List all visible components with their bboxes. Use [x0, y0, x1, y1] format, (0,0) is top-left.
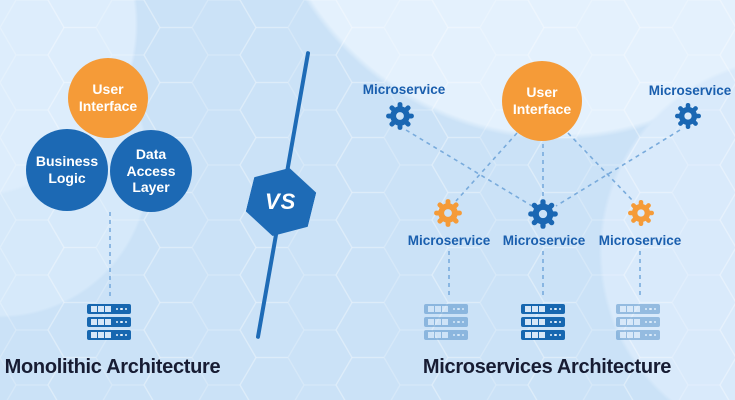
monolithic-architecture-title: Monolithic Architecture: [4, 356, 221, 378]
link-ui-to-bottomright: [567, 132, 634, 202]
microservice-label-bottom-center: Microservice: [502, 233, 586, 248]
server-stack-icon: [87, 304, 131, 343]
gear-icon: [628, 200, 654, 226]
microservice-label-bottom-right: Microservice: [598, 233, 682, 248]
gear-icon: [434, 199, 462, 227]
gear-icon: [386, 102, 414, 130]
microservice-label-top-left: Microservice: [362, 82, 446, 97]
monolith-data-access-circle: Data Access Layer: [110, 130, 192, 212]
link-topleft-to-center: [405, 129, 533, 207]
server-stack-icon: [521, 304, 565, 343]
server-stack-icon: [616, 304, 660, 343]
gear-icon: [675, 103, 701, 129]
microservice-label-bottom-left: Microservice: [407, 233, 491, 248]
microservices-user-interface-circle: User Interface: [502, 61, 582, 141]
vs-badge: VS: [241, 160, 320, 243]
gear-icon: [528, 199, 558, 229]
monolith-business-logic-circle: Business Logic: [26, 129, 108, 211]
link-ui-to-bottomleft: [455, 132, 518, 202]
link-topright-to-center: [555, 129, 681, 207]
microservices-architecture-title: Microservices Architecture: [422, 356, 672, 378]
monolith-user-interface-circle: User Interface: [68, 58, 148, 138]
server-stack-icon: [424, 304, 468, 343]
vs-label: VS: [265, 188, 297, 214]
microservice-label-top-right: Microservice: [648, 83, 732, 98]
